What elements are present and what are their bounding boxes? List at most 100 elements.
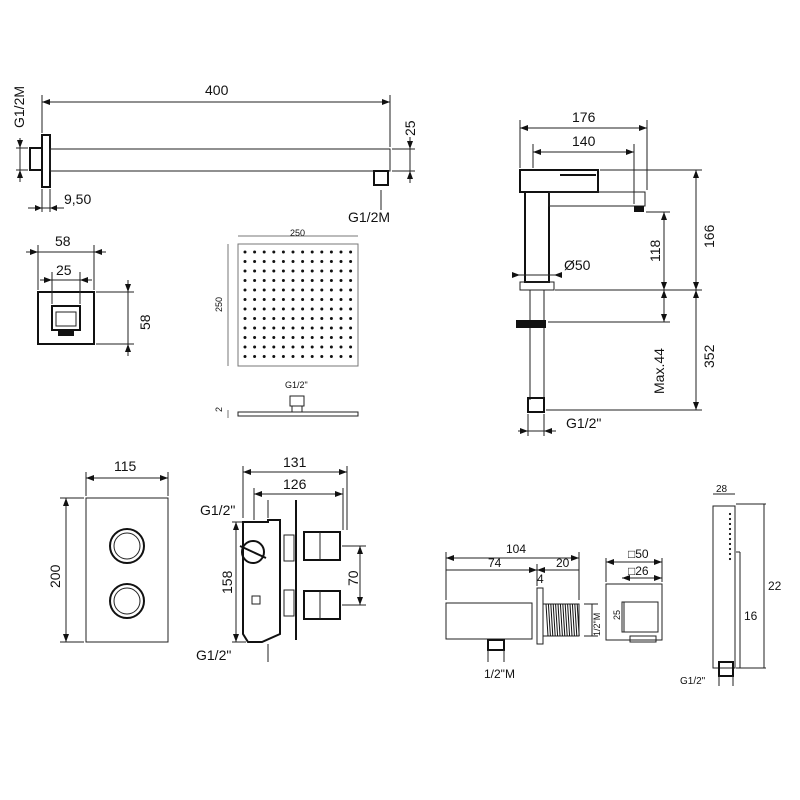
nozzle-dot xyxy=(253,336,257,339)
dim-mixer-max-thickness: Max.44 xyxy=(651,348,667,394)
hand-nozzle-dot xyxy=(728,512,732,516)
nozzle-dot xyxy=(329,279,333,282)
nozzle-dot xyxy=(272,317,276,320)
nozzle-dot xyxy=(291,260,295,263)
head-thread-label: G1/2" xyxy=(285,380,308,390)
mixer-body xyxy=(524,191,550,283)
nozzle-dot xyxy=(281,307,285,311)
nozzle-dot xyxy=(310,355,314,358)
dim-outlet-part-a: 74 xyxy=(488,556,502,570)
dim-mixer-spout: 140 xyxy=(572,133,596,149)
nozzle-dot xyxy=(253,298,257,301)
arm-outlet xyxy=(373,170,389,186)
nozzle-dot xyxy=(272,307,276,311)
dim-valve-height: 158 xyxy=(219,570,235,594)
thread-line xyxy=(545,603,549,637)
nozzle-dot xyxy=(243,279,247,282)
nozzle-dot xyxy=(329,317,333,320)
thread-line xyxy=(547,603,551,637)
nozzle-dot xyxy=(310,307,314,311)
nozzle-dot xyxy=(281,279,285,282)
nozzle-dot xyxy=(310,279,314,282)
nozzle-dot xyxy=(291,250,295,254)
plate-knob-bottom xyxy=(109,583,145,619)
nozzle-dot xyxy=(253,355,257,358)
outlet-body xyxy=(445,602,533,640)
nozzle-dot xyxy=(281,269,285,273)
thermostat-plate-drawing: 115 200 xyxy=(47,458,169,643)
nozzle-dot xyxy=(339,279,343,282)
nozzle-dot xyxy=(301,345,305,349)
dim-outlet-gap: 4 xyxy=(537,572,544,586)
valve-thread-bottom: G1/2" xyxy=(196,647,231,663)
nozzle-dot xyxy=(301,269,305,273)
nozzle-dot xyxy=(301,317,305,320)
nozzle-dot xyxy=(291,326,295,330)
nozzle-dot xyxy=(349,260,353,263)
nozzle-dot xyxy=(339,355,343,358)
nozzle-dot xyxy=(310,250,314,254)
nozzle-dot xyxy=(243,336,247,339)
nozzle-dot xyxy=(243,326,247,330)
thread-line xyxy=(555,603,559,637)
dim-head-thickness: 2 xyxy=(214,407,224,412)
nozzle-dot xyxy=(253,307,257,311)
nozzle-dot xyxy=(301,260,305,263)
nozzle-dot xyxy=(291,355,295,358)
nozzle-dot xyxy=(262,307,266,311)
nozzle-dot xyxy=(262,250,266,254)
nozzle-dot xyxy=(291,269,295,273)
nozzle-dot xyxy=(253,250,257,254)
nozzle-dot xyxy=(272,260,276,263)
valve-cartridge-top xyxy=(303,531,341,561)
nozzle-dot xyxy=(349,355,353,358)
nozzle-dot xyxy=(320,326,324,330)
nozzle-dot xyxy=(272,288,276,292)
nozzle-dot xyxy=(272,336,276,339)
shower-head-side xyxy=(237,411,359,417)
thread-line xyxy=(550,603,554,637)
nozzle-dot xyxy=(310,298,314,301)
dim-mixer-height: 166 xyxy=(701,224,717,248)
hand-nozzle-dot xyxy=(728,542,732,546)
nozzle-dot xyxy=(272,269,276,273)
nozzle-dot xyxy=(349,250,353,254)
thread-line xyxy=(574,603,578,637)
nozzle-dot xyxy=(339,317,343,320)
hand-shower-nozzles xyxy=(728,512,732,561)
nozzle-dot xyxy=(349,269,353,273)
nozzle-dot xyxy=(310,260,314,263)
outlet-thread-side: 1/2"M xyxy=(592,613,602,636)
dim-outlet-length: 104 xyxy=(506,542,526,556)
dim-outlet-inner-height: 25 xyxy=(612,610,622,620)
nozzle-dot xyxy=(281,260,285,263)
nozzle-dot xyxy=(329,307,333,311)
nozzle-dot xyxy=(272,279,276,282)
nozzle-dot xyxy=(281,250,285,254)
shower-head-plate xyxy=(237,243,359,367)
nozzle-dot xyxy=(349,345,353,349)
nozzle-dot xyxy=(329,298,333,301)
nozzle-dot xyxy=(291,336,295,339)
dim-mixer-reach: 176 xyxy=(572,109,596,125)
dim-valve-total: 131 xyxy=(283,454,307,470)
shower-head-drawing: 250 250 G1/2" 2 xyxy=(214,228,359,418)
nozzle-dot xyxy=(310,269,314,273)
nozzle-dot xyxy=(349,298,353,301)
nozzle-dot xyxy=(281,355,285,358)
nozzle-dot xyxy=(291,345,295,349)
nozzle-dot xyxy=(272,250,276,254)
thread-line xyxy=(562,603,566,637)
nozzle-dot xyxy=(320,298,324,301)
dim-mixer-diameter: Ø50 xyxy=(564,257,591,273)
nozzle-dot xyxy=(320,250,324,254)
dim-plate-width: 115 xyxy=(114,458,137,474)
nozzle-dot xyxy=(329,269,333,273)
nozzle-dot xyxy=(291,288,295,292)
nozzle-dot xyxy=(329,250,333,254)
dim-hand-length: 22 xyxy=(768,579,782,593)
nozzle-dot xyxy=(320,317,324,320)
nozzle-dot xyxy=(310,326,314,330)
nozzle-dot xyxy=(243,288,247,292)
